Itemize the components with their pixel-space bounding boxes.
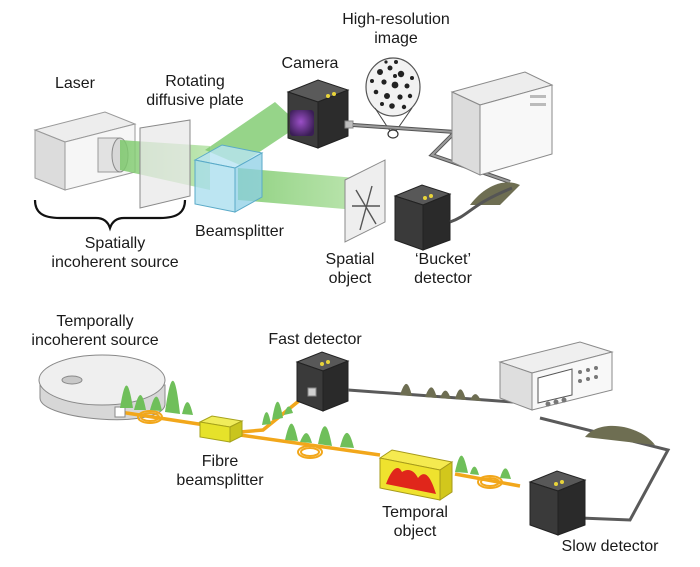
label-fibre-beamsplitter: beamsplitter bbox=[176, 472, 264, 489]
fast-detector bbox=[295, 351, 350, 412]
label-temporally: Temporally bbox=[56, 313, 134, 330]
label-bucket-detector: detector bbox=[414, 270, 472, 287]
label-slow-detector: Slow detector bbox=[561, 538, 659, 555]
label-incoherent-source-top: incoherent source bbox=[51, 254, 179, 271]
label-camera: Camera bbox=[281, 55, 339, 72]
slow-detector bbox=[528, 470, 587, 536]
fibre-coils bbox=[137, 410, 503, 489]
pulse-train-source bbox=[120, 380, 193, 415]
camera-connector bbox=[344, 120, 354, 129]
label-high-resolution: High-resolution bbox=[342, 11, 450, 28]
label-spatial-object: object bbox=[328, 270, 372, 287]
oscilloscope bbox=[498, 341, 614, 411]
bucket-signal bbox=[470, 182, 520, 205]
temporal-object bbox=[378, 449, 454, 501]
camera bbox=[286, 79, 350, 149]
label-diffusive-plate: diffusive plate bbox=[146, 92, 244, 109]
spatial-object-plate bbox=[344, 159, 386, 243]
label-fast-detector: Fast detector bbox=[268, 331, 362, 348]
pulse-train-fast bbox=[262, 401, 293, 425]
label-bucket: ‘Bucket’ bbox=[414, 251, 472, 268]
label-temporal: Temporal bbox=[382, 504, 448, 521]
bucket-detector bbox=[393, 184, 452, 251]
label-incoherent-source-bottom: incoherent source bbox=[31, 332, 159, 349]
fast-detector-port bbox=[307, 387, 317, 397]
pulse-train-object bbox=[285, 423, 354, 448]
bucket-cable bbox=[449, 186, 513, 224]
label-spatially: Spatially bbox=[84, 235, 146, 252]
label-laser: Laser bbox=[54, 75, 96, 92]
label-fibre: Fibre bbox=[201, 453, 239, 470]
label-temporal-object: object bbox=[393, 523, 437, 540]
rotating-diffusive-plate bbox=[139, 119, 191, 209]
fast-signal-pulses bbox=[400, 383, 481, 401]
slow-signal bbox=[585, 425, 655, 445]
source-output-port bbox=[114, 406, 126, 418]
label-beamsplitter: Beamsplitter bbox=[195, 223, 284, 240]
source-bracket bbox=[33, 199, 187, 232]
temporal-source-disk bbox=[38, 354, 166, 421]
computer bbox=[450, 71, 554, 176]
label-spatial: Spatial bbox=[325, 251, 375, 268]
fibre-beamsplitter bbox=[198, 415, 244, 443]
pulse-train-slow bbox=[455, 455, 511, 479]
label-rotating: Rotating bbox=[165, 73, 225, 90]
label-image: image bbox=[374, 30, 418, 47]
beamsplitter-cube bbox=[193, 144, 264, 213]
